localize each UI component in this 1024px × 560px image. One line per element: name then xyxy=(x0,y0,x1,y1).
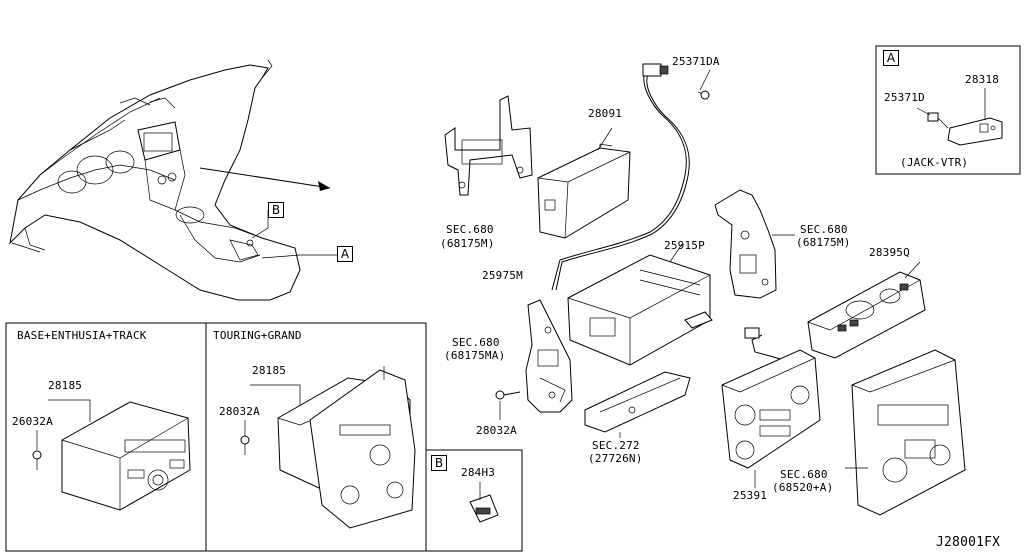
label-sec680-right: SEC.680 xyxy=(800,223,848,236)
label-28318: 28318 xyxy=(965,73,1000,86)
label-25975m: 25975M xyxy=(482,269,523,282)
label-sec680-ma-code: (68175MA) xyxy=(444,349,506,362)
drawing-id: J28001FX xyxy=(936,535,1001,550)
label-284h3: 284H3 xyxy=(461,466,496,479)
label-25915p: 25915P xyxy=(664,239,705,252)
dashboard-illustration xyxy=(9,59,337,301)
label-25371da: 25371DA xyxy=(672,55,720,68)
tag-b-dash: B xyxy=(268,202,284,218)
label-28091: 28091 xyxy=(588,107,623,120)
audio-unit-touring xyxy=(240,366,416,529)
touring-panel-title: TOURING+GRAND xyxy=(213,329,302,342)
cable-25371da xyxy=(551,63,711,291)
control-panel-28395q xyxy=(807,261,926,359)
label-28395q: 28395Q xyxy=(869,246,910,259)
audio-unit-25915p xyxy=(567,243,713,366)
variant-panels-frame xyxy=(5,322,427,552)
tag-a-dash: A xyxy=(337,246,353,262)
display-unit-28091 xyxy=(537,127,631,239)
label-26032a-base: 26032A xyxy=(12,415,53,428)
label-25391: 25391 xyxy=(733,489,768,502)
label-28185-touring: 28185 xyxy=(252,364,287,377)
bezel-68520a xyxy=(845,349,966,516)
detail-b-frame xyxy=(425,449,523,552)
screw-28032a-center xyxy=(495,390,521,420)
bracket-68175ma xyxy=(525,299,573,413)
label-sec680-left-code: (68175M) xyxy=(440,237,495,250)
label-25371d: 25371D xyxy=(884,91,925,104)
label-sec680-left: SEC.680 xyxy=(446,223,494,236)
bracket-68175m-right xyxy=(714,189,795,299)
label-sec272: SEC.272 xyxy=(592,439,640,452)
label-sec680-bottom-code: (68520+A) xyxy=(772,481,834,494)
label-sec680-bottom: SEC.680 xyxy=(780,468,828,481)
label-sec680-ma: SEC.680 xyxy=(452,336,500,349)
label-28032a-touring: 28032A xyxy=(219,405,260,418)
audio-unit-base xyxy=(32,399,191,511)
label-28185-base: 28185 xyxy=(48,379,83,392)
detail-a-caption: (JACK-VTR) xyxy=(900,156,969,169)
bracket-68175m-left xyxy=(444,95,533,196)
label-sec680-right-code: (68175M) xyxy=(796,236,851,249)
label-28032a-center: 28032A xyxy=(476,424,517,437)
hvac-control-25391 xyxy=(721,327,821,488)
base-panel-title: BASE+ENTHUSIA+TRACK xyxy=(17,329,147,342)
detail-b-284h3 xyxy=(469,482,499,523)
tag-a-detail: A xyxy=(883,50,899,66)
label-sec272-code: (27726N) xyxy=(588,452,643,465)
detail-a-jack-vtr xyxy=(875,45,1021,175)
tag-b-detail: B xyxy=(431,455,447,471)
module-27726n xyxy=(584,371,691,438)
